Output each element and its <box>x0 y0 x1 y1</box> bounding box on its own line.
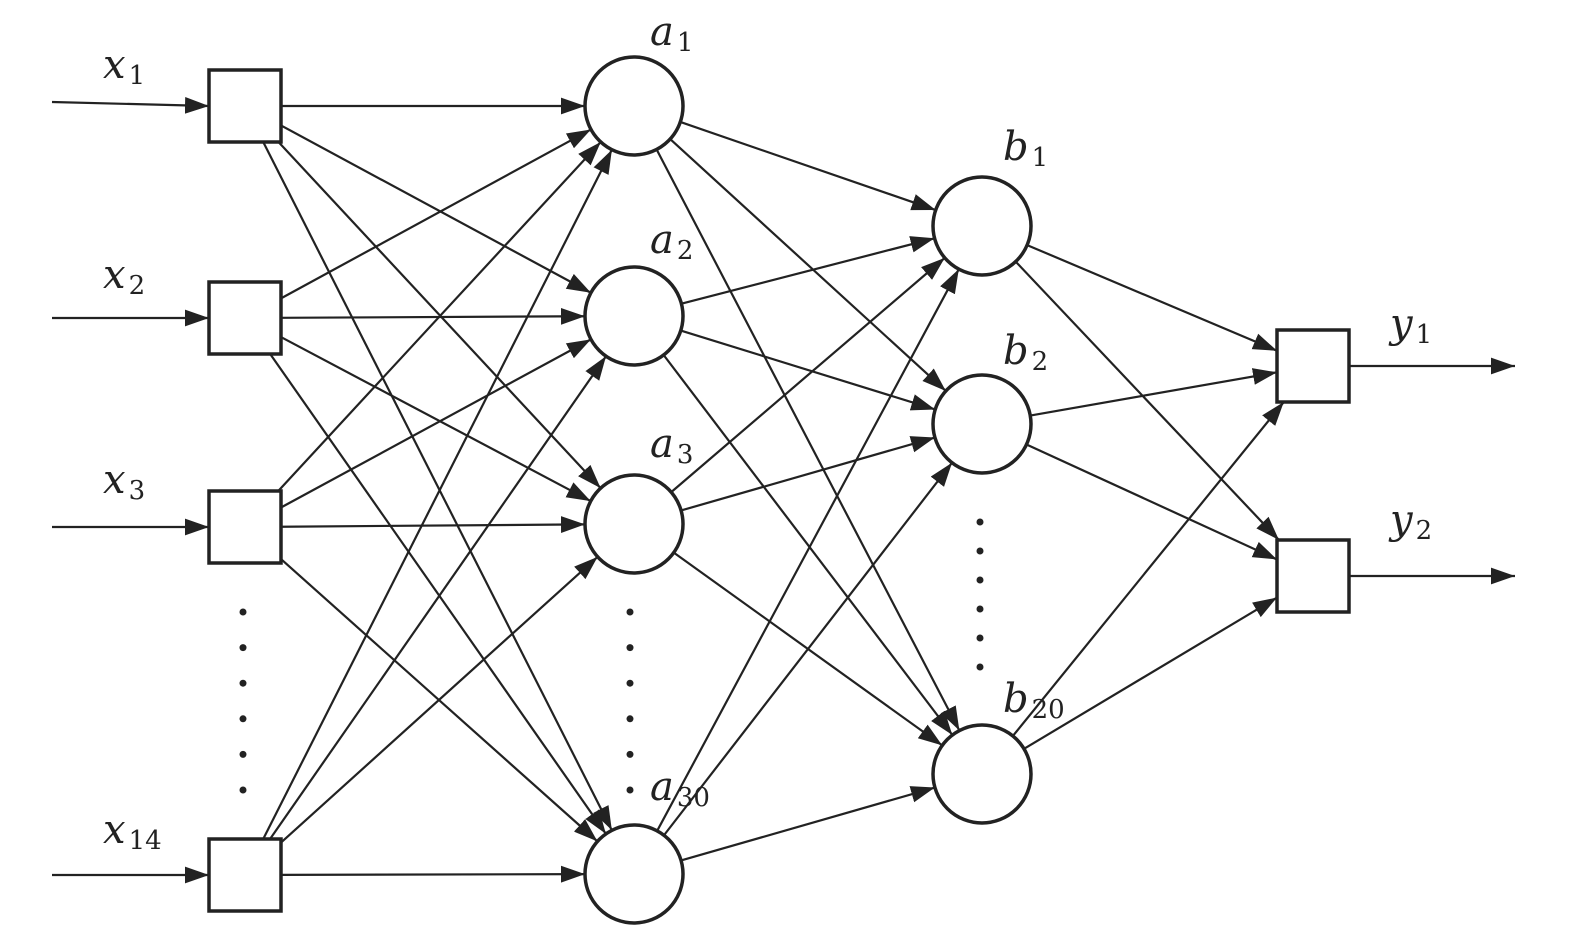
edge-input-h1 <box>280 307 586 325</box>
edge-h1-h2 <box>680 329 936 411</box>
ellipsis-dots <box>239 518 984 794</box>
hidden1-node <box>583 823 685 925</box>
edge-h1-h2 <box>680 436 936 512</box>
ellipsis-dot <box>626 750 634 758</box>
output-node <box>1275 538 1351 614</box>
edge-h1-h2 <box>670 257 946 493</box>
ellipsis-dot <box>976 634 984 642</box>
ellipsis-dot <box>976 576 984 584</box>
hidden2-node <box>931 175 1033 277</box>
ellipsis-dot <box>239 715 247 723</box>
ellipsis-dot <box>626 608 634 616</box>
hidden1-node <box>583 55 685 157</box>
output-node <box>1275 328 1351 404</box>
edge-input-h1 <box>280 865 586 883</box>
edge-input-h1 <box>262 149 613 840</box>
network-nodes <box>207 55 1351 925</box>
ellipsis-dot <box>976 518 984 526</box>
ellipsis-dot <box>976 663 984 671</box>
edge-input-h1 <box>277 141 602 492</box>
edge-h1-h2 <box>669 138 947 392</box>
hidden2-node <box>931 723 1033 825</box>
edge-input-h1 <box>269 355 607 840</box>
edge-h1-h2 <box>663 462 953 836</box>
hidden1-node <box>583 473 685 575</box>
ellipsis-dot <box>976 547 984 555</box>
edge-h2-output <box>1014 260 1280 541</box>
input-node <box>207 837 283 913</box>
edge-input-h1 <box>280 336 592 503</box>
edge-h1-h2 <box>681 236 935 305</box>
edge-h1-h2 <box>656 268 960 832</box>
edge-input-h1 <box>280 124 592 294</box>
ellipsis-dot <box>239 644 247 652</box>
ellipsis-dot <box>626 786 634 794</box>
input-node <box>207 280 283 356</box>
edge-h1-h2 <box>679 120 937 212</box>
edge-input-h1 <box>280 516 586 533</box>
edge-input-h1 <box>280 556 599 844</box>
edge-h2-output <box>1026 244 1278 352</box>
ellipsis-dot <box>239 679 247 687</box>
edge-input-h1 <box>262 141 613 831</box>
edge-h1-h2 <box>655 148 961 732</box>
edge-input-h1 <box>280 128 592 300</box>
edge-h2-output <box>1026 443 1278 561</box>
connection-lines <box>51 96 1515 884</box>
ellipsis-dot <box>626 679 634 687</box>
input-node <box>207 489 283 565</box>
edge-h1-h2 <box>680 786 936 862</box>
edge-h2-output <box>1030 368 1278 417</box>
input-arrow <box>51 96 210 114</box>
edge-h1-h2 <box>662 354 954 736</box>
ellipsis-dot <box>626 644 634 652</box>
ellipsis-dot <box>239 786 247 794</box>
ellipsis-dot <box>239 750 247 758</box>
edge-input-h1 <box>269 353 607 835</box>
hidden1-node <box>583 265 685 367</box>
edge-input-h1 <box>280 338 592 509</box>
ellipsis-dot <box>976 605 984 613</box>
ellipsis-dot <box>626 715 634 723</box>
hidden2-node <box>931 373 1033 475</box>
input-node <box>207 68 283 144</box>
ellipsis-dot <box>239 608 247 616</box>
edge-h2-output <box>1023 596 1278 750</box>
edge-h2-output <box>1012 401 1285 737</box>
